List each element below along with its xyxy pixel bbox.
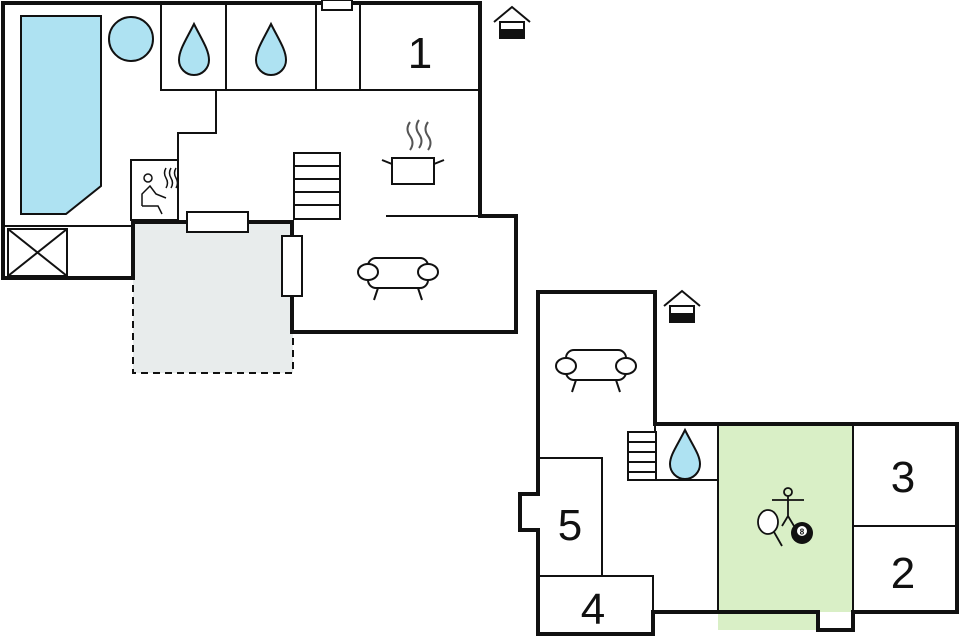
game-room-wall	[852, 424, 957, 612]
door	[186, 211, 249, 233]
storage-box	[7, 228, 68, 277]
room-1-label: 1	[408, 29, 432, 78]
storage-cross	[7, 228, 68, 277]
shower-icon	[254, 21, 288, 76]
stairs-icon	[627, 431, 657, 481]
sofa-icon	[555, 349, 637, 393]
window	[321, 0, 353, 11]
room-5-label: 5	[558, 501, 582, 550]
billiards-icon: 8	[791, 522, 813, 544]
table-tennis-icon	[757, 509, 783, 547]
shower-icon	[668, 427, 702, 480]
shower-icon	[177, 21, 211, 76]
room-2-label: 2	[891, 549, 915, 598]
upper-floor: 1	[1, 0, 531, 374]
room-4-wall	[538, 575, 654, 612]
room-5-wall	[538, 457, 603, 576]
room-4-label: 4	[581, 585, 605, 634]
pool	[20, 15, 102, 215]
game-room	[718, 426, 853, 630]
bathroom-wall	[160, 3, 480, 91]
table-football-icon	[772, 487, 804, 527]
room-3-label: 3	[891, 453, 915, 502]
sauna-icon	[141, 167, 179, 215]
entrance-icon	[493, 5, 531, 39]
window	[281, 235, 303, 297]
terrace	[132, 221, 294, 374]
entrance-icon	[663, 289, 701, 323]
lower-outer-wall	[518, 290, 959, 636]
stairs-icon	[293, 152, 341, 220]
sofa-icon	[357, 257, 439, 301]
whirlpool-icon	[108, 16, 154, 62]
kitchen-icon	[381, 119, 445, 185]
lower-floor: 8 3 2 5 4	[518, 289, 959, 636]
upper-outer-wall	[1, 1, 518, 334]
svg-text:8: 8	[800, 528, 805, 537]
